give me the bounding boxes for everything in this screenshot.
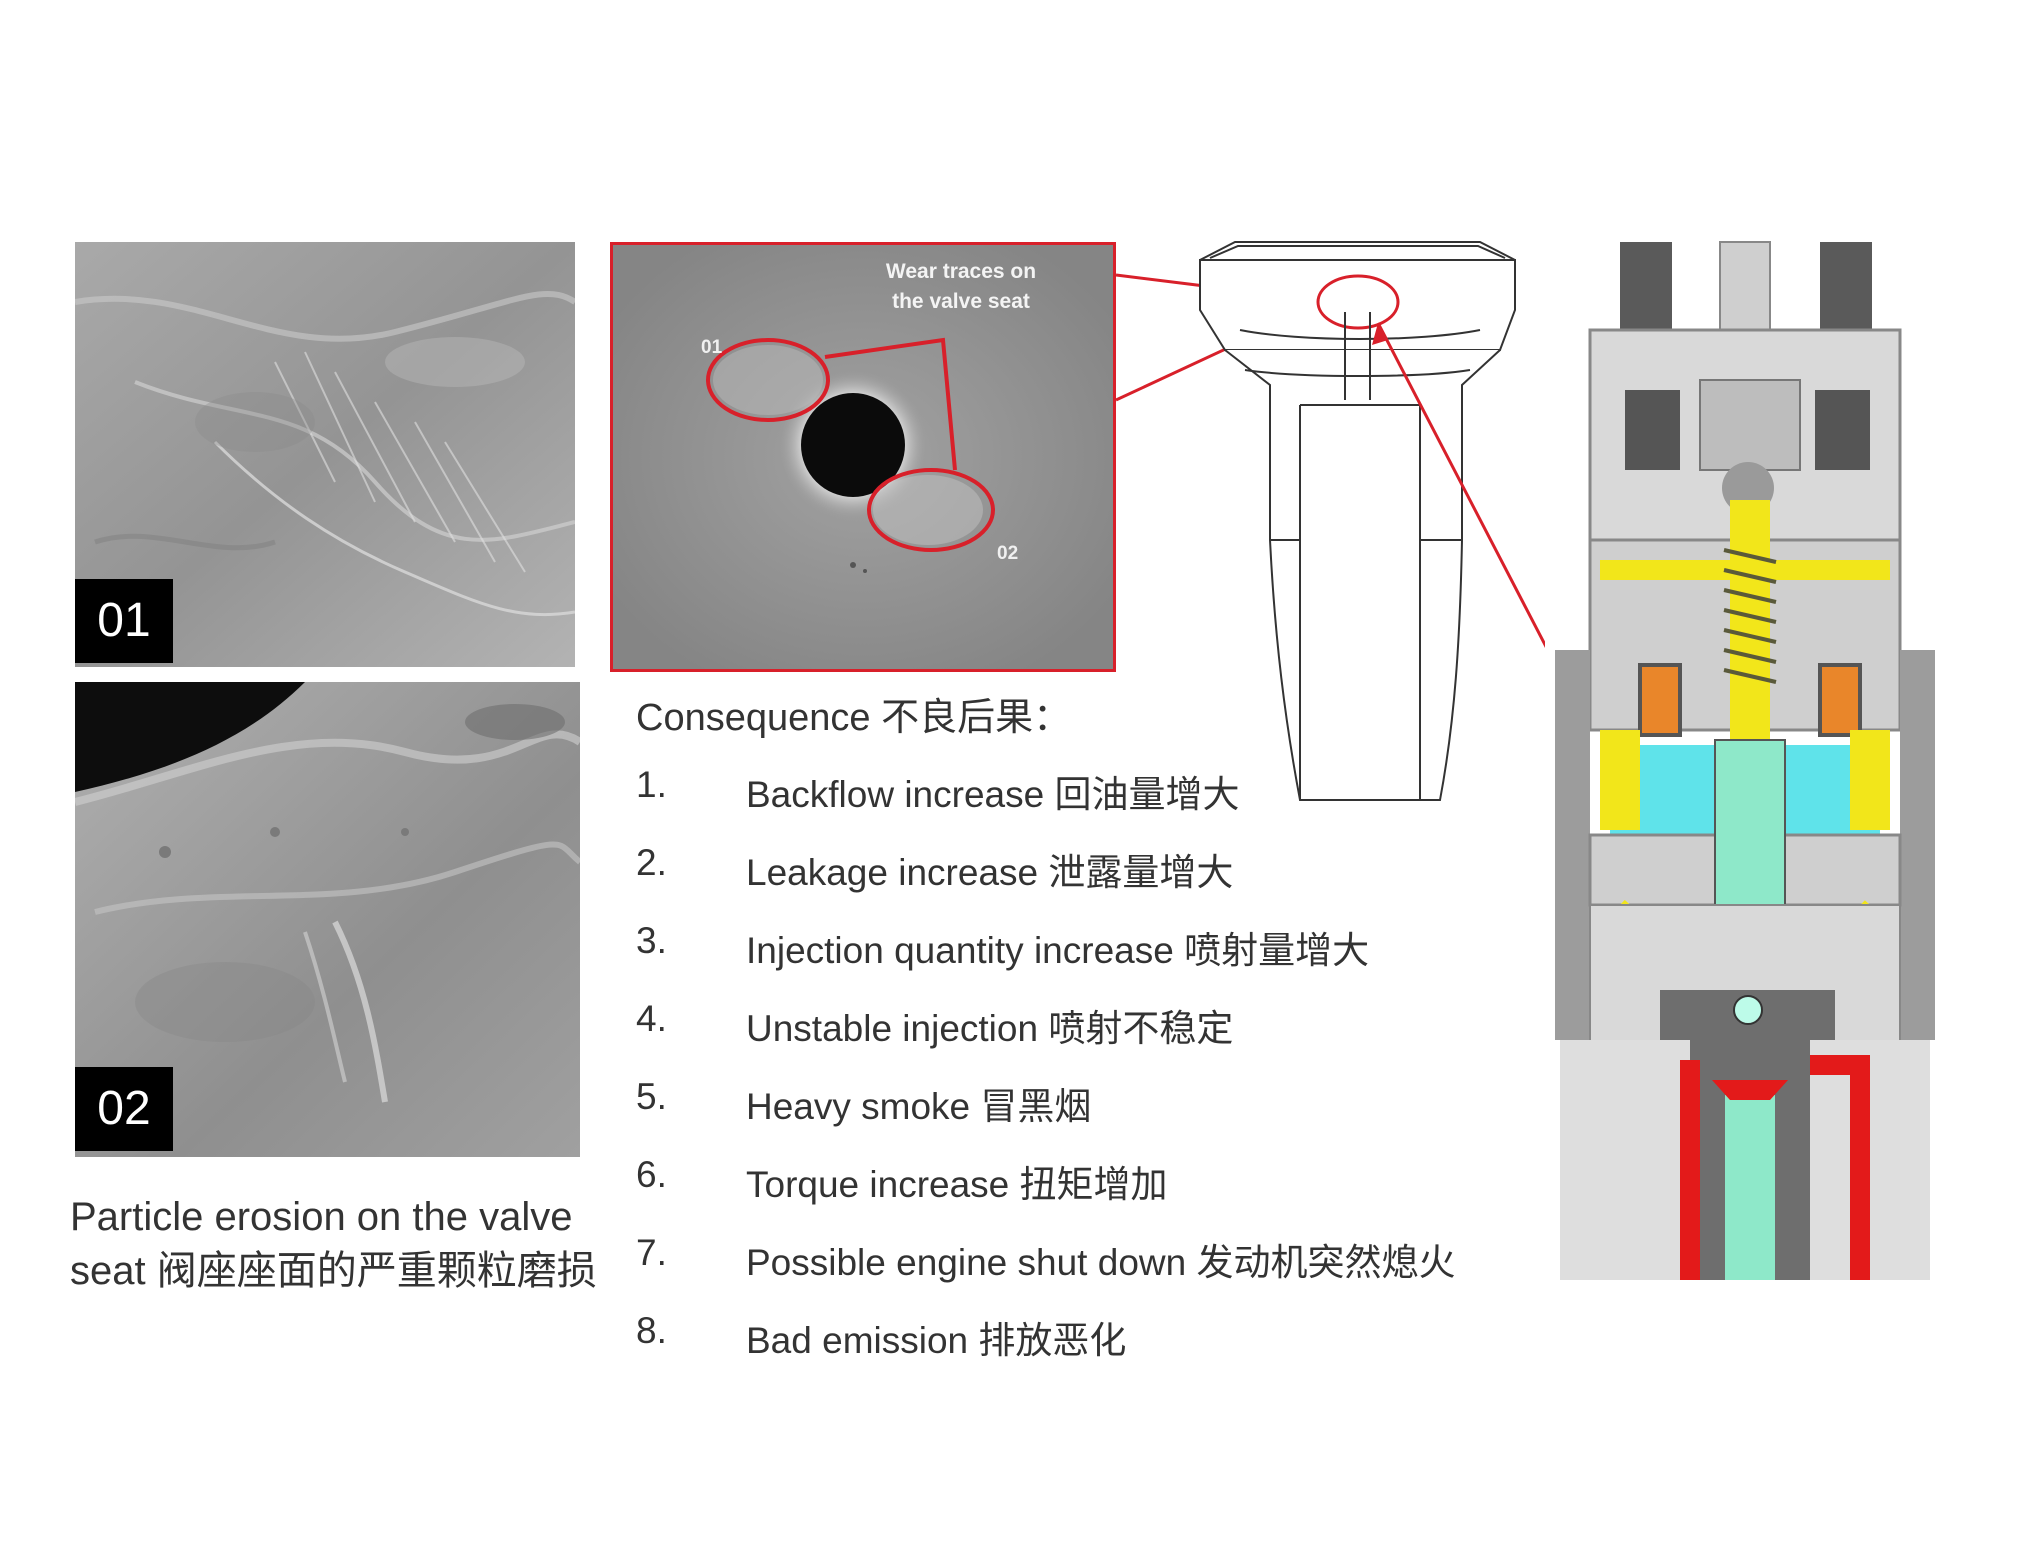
consequence-item-text: Injection quantity increase 喷射量增大 [746, 930, 1370, 971]
sem-label-01: 01 [75, 579, 173, 663]
sem-label-02: 02 [75, 1067, 173, 1151]
consequence-item-text: Unstable injection 喷射不稳定 [746, 1008, 1234, 1049]
consequence-item-text: Bad emission 排放恶化 [746, 1320, 1127, 1361]
consequence-item-number: 8. [636, 1310, 667, 1351]
sem-caption: Particle erosion on the valve seat 阀座座面的… [70, 1190, 610, 1298]
consequence-title: Consequence 不良后果： [636, 697, 1072, 739]
consequence-item-number: 5. [636, 1076, 667, 1117]
consequence-item-number: 6. [636, 1154, 667, 1195]
consequence-item-text: Heavy smoke 冒黑烟 [746, 1086, 1092, 1127]
consequence-item-number: 3. [636, 920, 667, 961]
consequence-item-number: 7. [636, 1232, 667, 1273]
consequence-item-text: Possible engine shut down 发动机突然熄火 [746, 1242, 1456, 1283]
consequence-item-text: Leakage increase 泄露量增大 [746, 852, 1234, 893]
sem-caption-line2: seat 阀座座面的严重颗粒磨损 [70, 1249, 597, 1293]
consequence-item-number: 1. [636, 764, 667, 805]
sem-image-02: 02 [75, 682, 580, 1157]
valve-seat-drawing [1199, 241, 1516, 801]
consequence-item-text: Backflow increase 回油量增大 [746, 774, 1240, 815]
sem-caption-line1: Particle erosion on the valve [70, 1195, 573, 1239]
valve-seat-photo-title-line1: Wear traces on [885, 260, 1037, 283]
sem-image-01: 01 [75, 242, 575, 667]
valve-seat-marker-02: 02 [997, 543, 1019, 564]
valve-seat-photo-title-line2: the valve seat [892, 290, 1030, 313]
valve-seat-photo-title: Wear traces on the valve seat [861, 257, 1061, 317]
consequence-item-number: 4. [636, 998, 667, 1039]
valve-seat-photo: Wear traces on the valve seat 01 02 [610, 242, 1116, 672]
valve-seat-marker-01: 01 [701, 337, 723, 358]
consequence-item-text: Torque increase 扭矩增加 [746, 1164, 1168, 1205]
injector-cross-section [1545, 241, 2000, 1287]
consequence-item-number: 2. [636, 842, 667, 883]
pointer-arrow-head [1372, 323, 1388, 345]
valve-seat-photo-graphic [613, 245, 1113, 669]
